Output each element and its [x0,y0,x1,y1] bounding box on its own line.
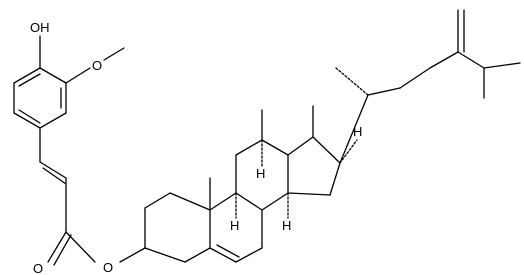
ring-d [287,136,341,196]
side-chain [335,9,521,164]
h-c8-label: H [256,166,265,181]
h-c17-label: H [353,124,362,139]
ring-c [235,109,289,211]
aromatic-ring [13,67,67,129]
ring-b [209,192,263,263]
hydroxyl-label: OH [30,20,50,35]
propenoate-chain [39,127,146,266]
phenol-substituents [39,35,125,84]
methoxy-oxygen-label: O [92,58,102,73]
ester-oxygen-label: O [103,260,113,275]
atom-labels: OH O O O H H H H [30,20,362,275]
carbonyl-oxygen-label: O [33,261,43,275]
h-c9-label: H [230,218,239,233]
angular-methyls [209,105,314,211]
stereo-hydrogens [235,139,358,219]
ring-a [144,192,211,263]
h-c14-label: H [282,218,291,233]
